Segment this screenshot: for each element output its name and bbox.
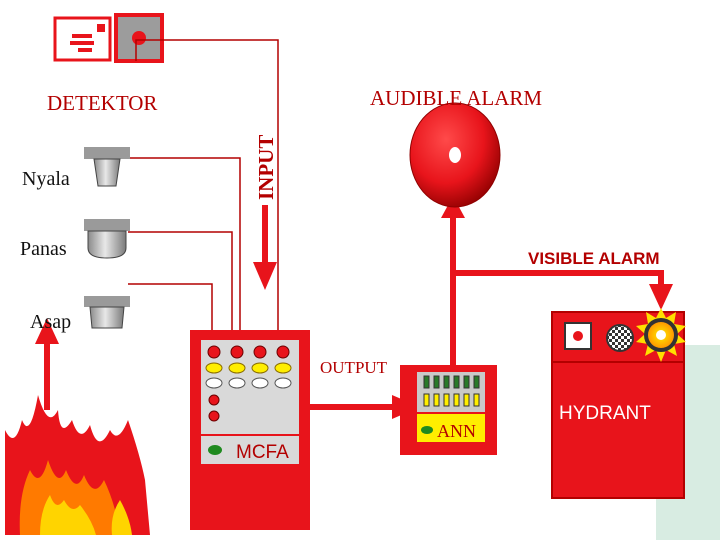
detektor-label: DETEKTOR — [47, 91, 157, 115]
fire-arrow — [35, 318, 59, 344]
input-label: INPUT — [254, 135, 278, 200]
hydrant-speaker-icon — [606, 324, 634, 352]
visible-alarm-label: VISIBLE ALARM — [528, 249, 660, 268]
ann-panel — [400, 365, 497, 455]
detector-label-asap: Asap — [30, 311, 71, 333]
mcfa-label: MCFA — [236, 442, 289, 463]
manual-call-point-icon-group — [53, 13, 164, 63]
mcfa-panel — [190, 330, 310, 530]
input-arrow — [253, 262, 277, 290]
fire-icon — [5, 395, 150, 535]
flame-detector-icon — [84, 147, 130, 187]
wire-asap — [128, 283, 213, 330]
wire-nyala — [122, 157, 241, 330]
detector-label-panas: Panas — [20, 238, 67, 260]
ann-led-icon — [421, 426, 433, 434]
wire-panas — [128, 231, 233, 330]
output-label: OUTPUT — [320, 358, 388, 377]
wire-top — [135, 39, 279, 330]
detector-label-nyala: Nyala — [22, 168, 70, 190]
wiring — [122, 39, 279, 330]
heat-detector-icon — [84, 219, 130, 259]
smoke-detector-icon — [84, 296, 130, 329]
audible-alarm-bell — [409, 102, 501, 208]
hydrant-label: HYDRANT — [559, 403, 651, 424]
mcfa-led-icon — [208, 445, 222, 455]
strobe-arrow — [649, 284, 673, 310]
visible-alarm-strobe-icon — [636, 308, 686, 362]
audible-alarm-label: AUDIBLE ALARM — [370, 86, 542, 110]
ann-label: ANN — [437, 421, 476, 441]
